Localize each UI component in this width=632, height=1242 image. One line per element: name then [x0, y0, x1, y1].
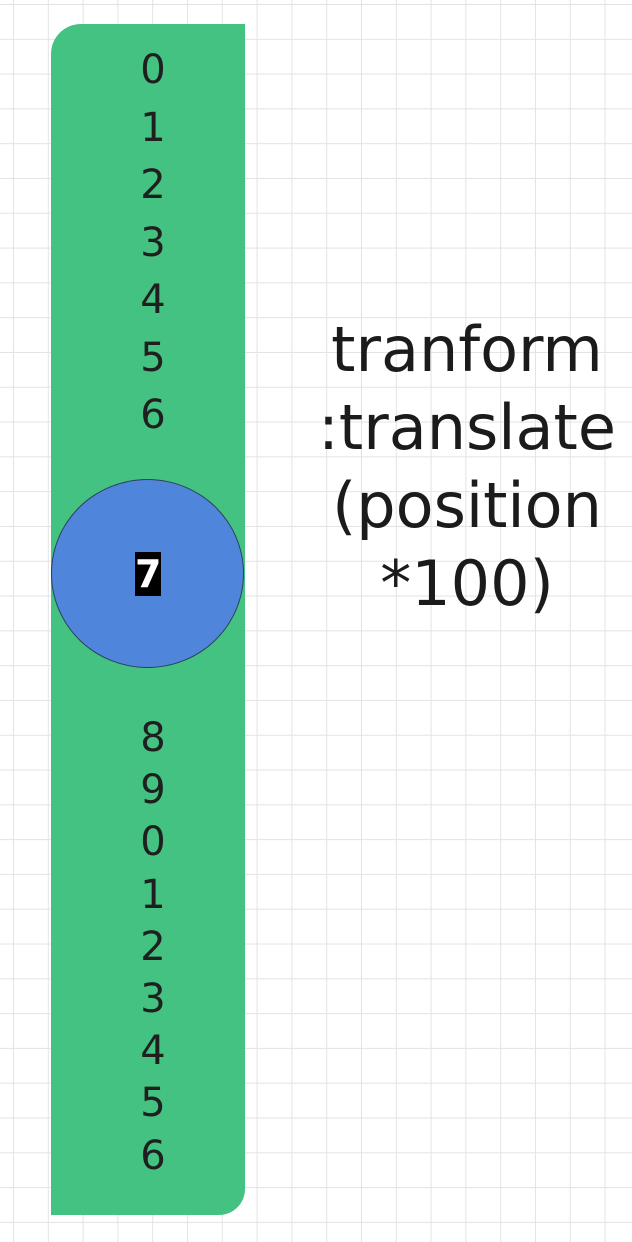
digit-item: 3 — [140, 976, 166, 1022]
digit-item: 6 — [140, 1132, 166, 1179]
digit-item: 0 — [140, 47, 166, 93]
digit-item: 5 — [140, 1080, 166, 1127]
digit-item: 5 — [140, 334, 166, 381]
digit-item: 9 — [140, 767, 166, 814]
annotation-line: (position — [332, 469, 602, 542]
digit-item: 6 — [140, 392, 166, 438]
digit-item: 2 — [140, 162, 166, 208]
digit-item: 2 — [140, 923, 166, 970]
digit-item: 0 — [140, 819, 166, 866]
transform-annotation: tranform :translate (position *100) — [312, 311, 622, 623]
annotation-line: tranform — [331, 313, 603, 386]
digit-item: 8 — [140, 715, 166, 761]
annotation-line: *100) — [380, 547, 554, 620]
annotation-line: :translate — [318, 391, 616, 464]
digit-item: 1 — [140, 104, 166, 151]
selected-digit: 7 — [135, 552, 162, 596]
digit-item: 4 — [140, 1028, 166, 1075]
digit-item: 3 — [140, 219, 166, 266]
digit-item: 4 — [140, 277, 166, 323]
digit-item: 1 — [140, 871, 166, 918]
